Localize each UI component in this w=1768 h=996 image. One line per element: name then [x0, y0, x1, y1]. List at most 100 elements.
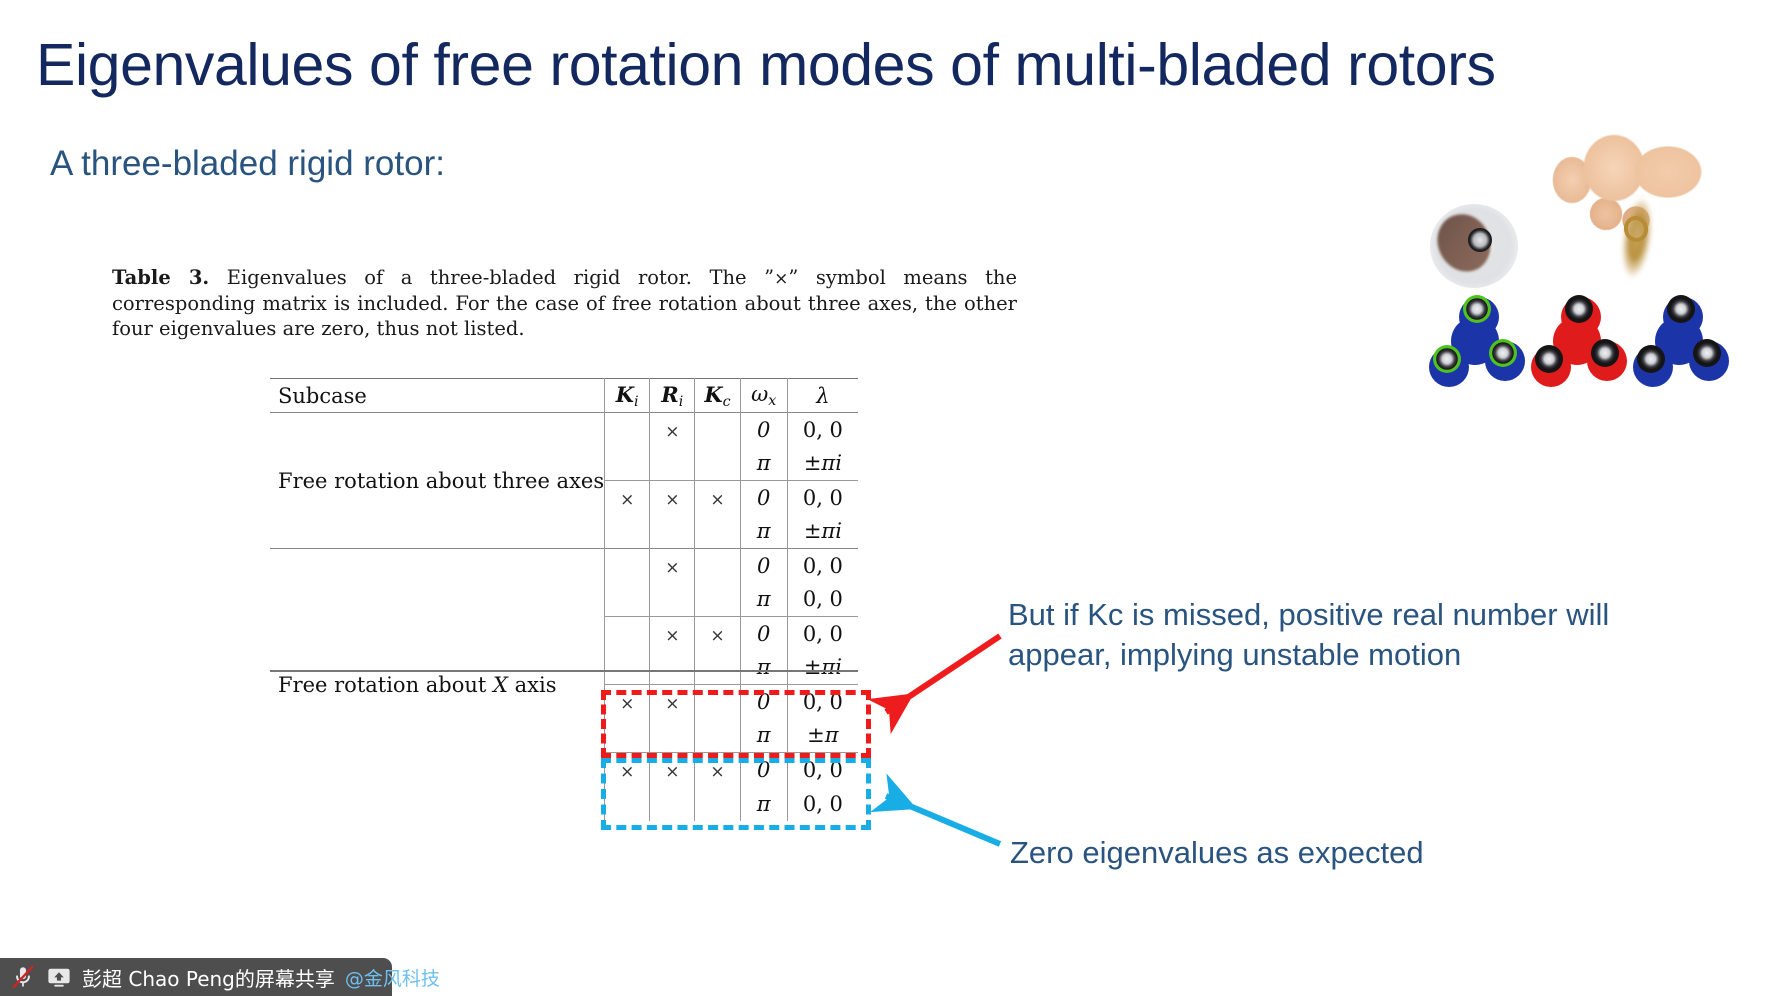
slide-subtitle: A three-bladed rigid rotor: — [50, 144, 445, 183]
cell-ki — [604, 548, 650, 583]
cell-ri — [649, 514, 695, 549]
cell-kc: × — [694, 616, 741, 651]
share-status-label: 彭超 Chao Peng的屏幕共享 — [82, 966, 335, 991]
cell-ki — [604, 514, 650, 549]
table-bottom-rule — [270, 670, 858, 672]
cell-lambda: 0, 0 — [786, 616, 858, 651]
table-caption-text-2: ” symbol means the corresponding matrix … — [112, 266, 1018, 341]
spinner-bearing — [1538, 348, 1560, 370]
table-caption-text-1: Eigenvalues of a three-bladed rigid roto… — [209, 266, 775, 289]
page-title: Eigenvalues of free rotation modes of mu… — [36, 32, 1496, 98]
cell-lambda: 0, 0 — [786, 582, 858, 617]
cell-kc — [694, 786, 741, 821]
share-org-label: @金风科技 — [344, 967, 440, 990]
cell-lambda: ±π — [786, 718, 858, 753]
table-row: π ±πi — [270, 446, 858, 481]
screen-share-icon[interactable] — [46, 964, 72, 990]
table-row: Free rotation about three axes × 0 0, 0 — [270, 412, 858, 493]
spinner-red-black — [1528, 294, 1627, 390]
spinner-hub — [1457, 325, 1491, 359]
cell-lambda: 0, 0 — [786, 684, 858, 719]
cell-omega: π — [739, 650, 788, 685]
screen-share-taskbar[interactable]: 彭超 Chao Peng的屏幕共享 @金风科技 — [0, 958, 440, 996]
spinner-bearing — [1436, 348, 1458, 370]
cell-omega: π — [739, 718, 788, 753]
table-caption: Table 3. Eigenvalues of a three-bladed r… — [112, 265, 1017, 342]
cell-lambda: 0, 0 — [786, 752, 858, 787]
spinner-blue-green — [1426, 294, 1525, 390]
cell-ki — [604, 582, 650, 617]
hand-illustration — [1510, 128, 1718, 256]
cell-omega: 0 — [739, 412, 788, 447]
cell-omega: 0 — [739, 480, 788, 515]
cell-ki — [604, 446, 650, 481]
cell-omega: 0 — [739, 548, 788, 583]
cell-kc: × — [694, 480, 741, 515]
microphone-muted-icon[interactable] — [10, 964, 36, 990]
table-row: Free rotation about X axis × 0 0, 0 — [270, 548, 858, 697]
table-row-highlighted-red: π ±π — [270, 718, 858, 753]
cell-kc — [694, 684, 741, 719]
spinner-bearing — [1492, 342, 1514, 364]
table-body: Free rotation about three axes × 0 0, 0 … — [270, 412, 858, 821]
spinner-bearing — [1568, 298, 1590, 320]
col-header-subcase: Subcase — [278, 383, 367, 408]
cell-omega: 0 — [739, 616, 788, 651]
cell-ri — [649, 446, 695, 481]
cell-ri — [649, 650, 695, 685]
cell-ri — [649, 718, 695, 753]
cell-lambda: ±πi — [786, 514, 858, 549]
cell-ki: × — [604, 480, 650, 515]
cell-ki — [604, 616, 650, 651]
cell-lambda: 0, 0 — [786, 786, 858, 821]
col-header-omega-x: ωx — [739, 378, 788, 413]
annotation-unstable-text: But if Kc is missed, positive real numbe… — [1008, 597, 1610, 672]
cell-ri: × — [649, 616, 695, 651]
annotation-zero-text: Zero eigenvalues as expected — [1010, 835, 1424, 870]
col-header-lambda: λ — [786, 378, 858, 413]
cell-ki: × — [604, 684, 650, 719]
col-header-ri: Ri — [649, 378, 695, 413]
cell-ki — [604, 412, 650, 447]
cell-lambda: 0, 0 — [786, 548, 858, 583]
cell-kc — [694, 582, 741, 617]
table-caption-label: Table 3. — [112, 266, 210, 289]
subcase-label-x-axis: Free rotation about X axis — [278, 672, 557, 697]
fidget-spinner-photo — [1424, 128, 1729, 403]
cell-ki — [604, 786, 650, 821]
cell-ki: × — [604, 752, 650, 787]
spinner-bearing — [1696, 342, 1718, 364]
cell-kc — [694, 446, 741, 481]
spinner-bearing — [1670, 298, 1692, 320]
cell-omega: 0 — [739, 684, 788, 719]
spinner-bearing — [1640, 348, 1662, 370]
table-row-highlighted-blue: π 0, 0 — [270, 786, 858, 821]
col-header-kc: Kc — [694, 378, 741, 413]
cell-lambda: ±πi — [786, 650, 858, 685]
cell-lambda: 0, 0 — [786, 480, 858, 515]
spinner-hub — [1559, 325, 1593, 359]
cell-kc — [694, 548, 741, 583]
spinner-bearing — [1466, 298, 1488, 320]
table-caption-symbol: × — [774, 269, 789, 289]
arrow-blue-to-zero-rows — [870, 773, 1002, 847]
cell-omega: π — [739, 514, 788, 549]
table-row: × × 0 0, 0 — [270, 616, 858, 651]
cell-kc — [694, 514, 741, 549]
cell-ri — [649, 582, 695, 617]
subcase-label-three-axes: Free rotation about three axes — [278, 468, 605, 493]
cell-kc: × — [694, 752, 741, 787]
cell-omega: π — [739, 786, 788, 821]
eigenvalue-table-wrapper: Subcase Ki Ri Kc ωx λ Free rotation abou… — [270, 378, 858, 821]
cell-ri: × — [649, 548, 695, 583]
cell-ri: × — [649, 412, 695, 447]
cell-omega: π — [739, 446, 788, 481]
cell-ri: × — [649, 480, 695, 515]
table-header-row: Subcase Ki Ri Kc ωx λ — [270, 378, 858, 413]
cell-omega: 0 — [739, 752, 788, 787]
cell-ki — [604, 718, 650, 753]
spinning-spinner-hub — [1468, 228, 1492, 252]
cell-lambda: ±πi — [786, 446, 858, 481]
cell-kc — [694, 718, 741, 753]
